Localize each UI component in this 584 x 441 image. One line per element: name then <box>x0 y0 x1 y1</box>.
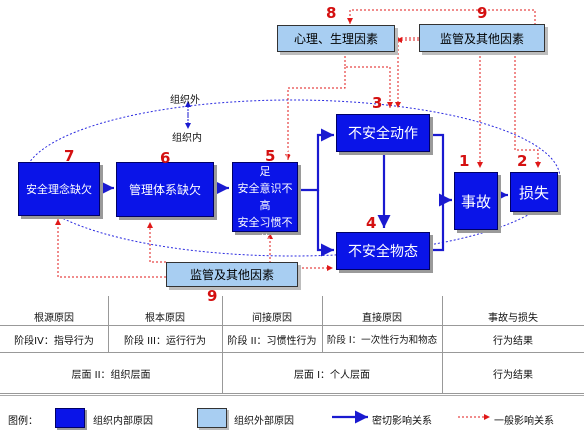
legend-external-swatch <box>197 408 227 428</box>
loss-box: 损失 <box>510 172 558 212</box>
knowledge-line-1: 安全知识不足 <box>237 148 293 178</box>
level-ii: 层面 II：组织层面 <box>71 369 151 381</box>
number-9-top: 9 <box>477 4 488 22</box>
number-1: 1 <box>459 152 470 170</box>
level-i: 层面 I：个人层面 <box>293 369 371 381</box>
supervision-bottom-box: 监管及其他因素 <box>166 262 298 287</box>
outside-org-label: 组织外 <box>170 95 200 106</box>
number-3: 3 <box>372 94 383 112</box>
cause-table-grid <box>0 296 584 394</box>
stage-i: 阶段 I：一次性行为和物态 <box>326 335 438 346</box>
cause-direct: 直接原因 <box>362 312 402 324</box>
number-7: 7 <box>64 147 75 165</box>
physio-factor-box: 心理、生理因素 <box>277 25 395 52</box>
number-9-bottom: 9 <box>207 287 218 305</box>
inside-org-label: 组织内 <box>172 133 202 144</box>
cause-root: 根源原因 <box>34 312 74 324</box>
legend-external-label: 组织外部原因 <box>234 416 294 427</box>
number-8: 8 <box>326 4 337 22</box>
legend-internal-swatch <box>55 408 85 428</box>
general-influence-arrows <box>55 9 541 278</box>
number-2: 2 <box>517 152 528 170</box>
stage-iv: 阶段IV：指导行为 <box>14 335 94 347</box>
legend-close-label: 密切影响关系 <box>372 416 432 427</box>
management-system-box: 管理体系缺欠 <box>116 162 214 217</box>
number-5: 5 <box>265 147 276 165</box>
number-4: 4 <box>366 214 377 232</box>
supervision-top-box: 监管及其他因素 <box>419 24 545 52</box>
knowledge-line-3: 安全习惯不佳 <box>237 216 293 246</box>
safety-concept-box: 安全理念缺欠 <box>18 162 100 216</box>
knowledge-line-2: 安全意识不高 <box>237 182 293 212</box>
knowledge-box: 安全知识不足 安全意识不高 安全习惯不佳 <box>232 148 298 246</box>
accident-box: 事故 <box>454 172 498 230</box>
unsafe-object-box: 不安全物态 <box>336 232 430 270</box>
close-influence-arrows <box>100 128 508 257</box>
legend: 图例： 组织内部原因 组织外部原因 密切影响关系 一般影响关系 <box>0 395 584 441</box>
cause-accident-loss: 事故与损失 <box>488 312 538 324</box>
stage-ii: 阶段 II：习惯性行为 <box>227 335 317 347</box>
legend-general-label: 一般影响关系 <box>494 416 554 427</box>
cause-fundamental: 根本原因 <box>145 312 185 324</box>
number-6: 6 <box>160 149 171 167</box>
stage-iii: 阶段 III：运行行为 <box>123 335 207 347</box>
cause-indirect: 间接原因 <box>252 312 292 324</box>
stage-result: 行为结果 <box>493 335 533 347</box>
level-result: 行为结果 <box>493 369 533 381</box>
legend-internal-label: 组织内部原因 <box>93 416 153 427</box>
unsafe-act-box: 不安全动作 <box>336 114 430 152</box>
legend-title: 图例： <box>8 416 38 427</box>
